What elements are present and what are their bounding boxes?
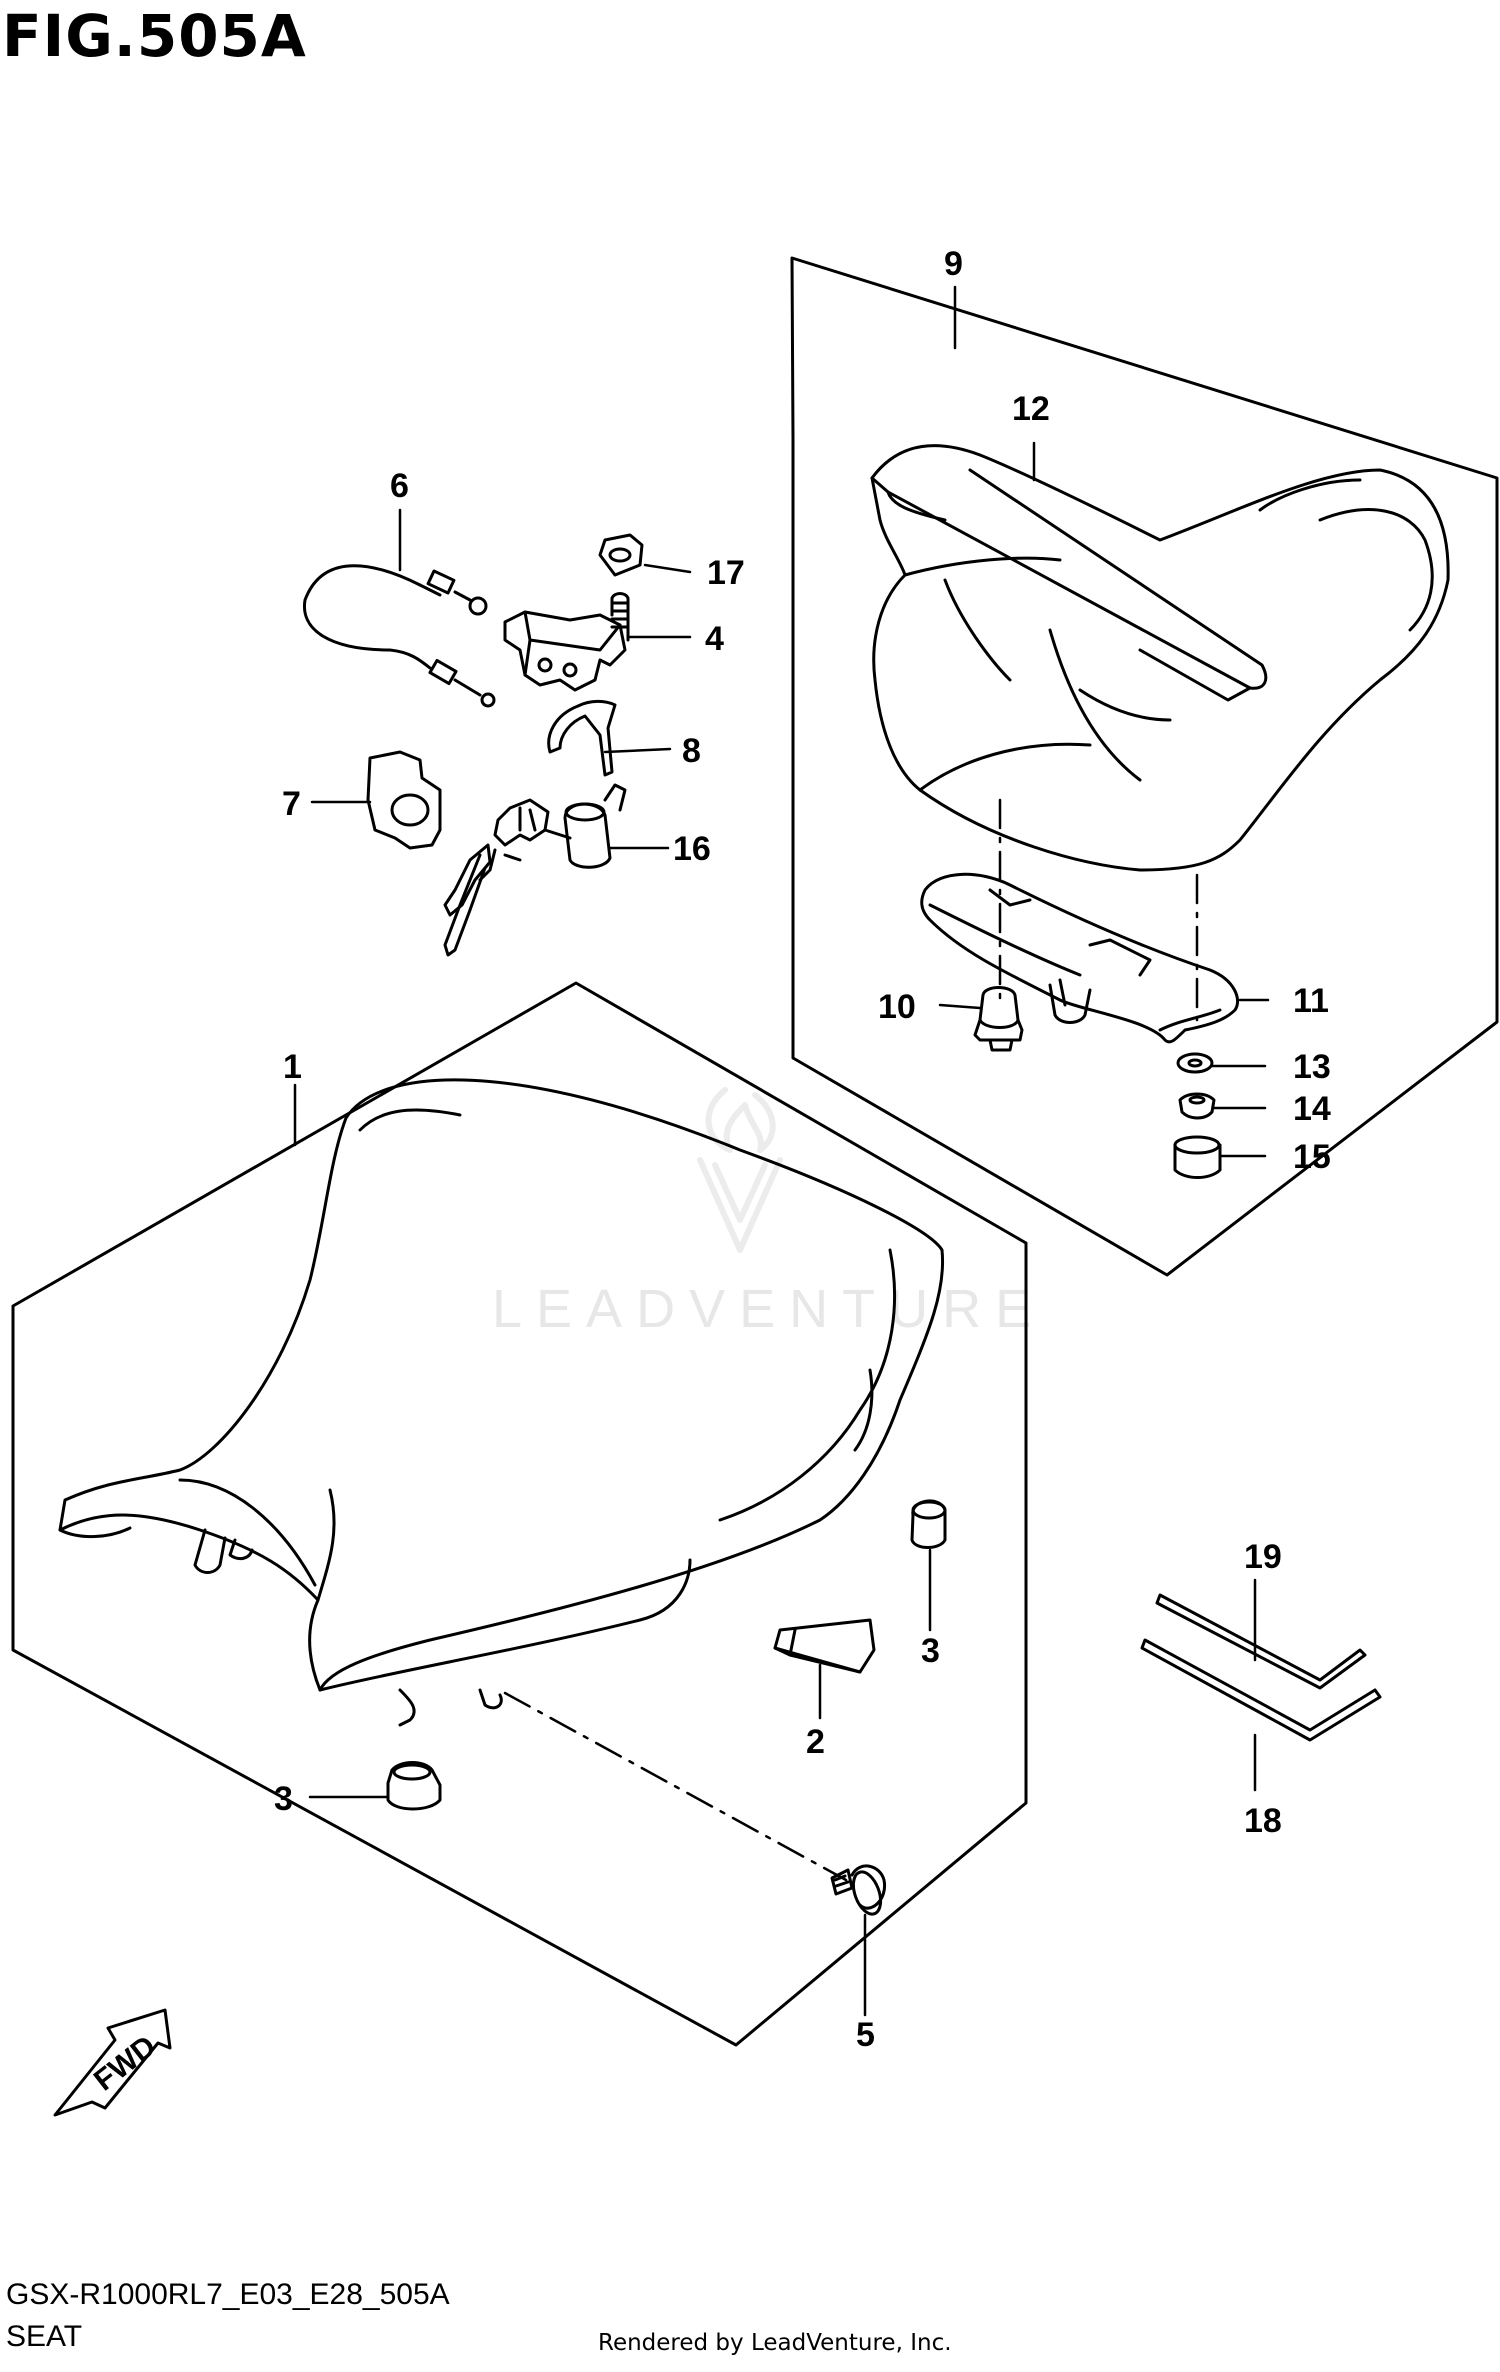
tool-wrench-19-part bbox=[1155, 1593, 1367, 1690]
callout-4: 4 bbox=[705, 620, 724, 658]
washer-part bbox=[1176, 1052, 1214, 1074]
seat-cushion-left-part bbox=[386, 1761, 442, 1811]
seat-bolt-part bbox=[830, 1864, 887, 1916]
callout-3-left: 3 bbox=[274, 1780, 293, 1818]
nut-part bbox=[1178, 1092, 1216, 1120]
rendered-by-credit: Rendered by LeadVenture, Inc. bbox=[598, 2330, 952, 2356]
seat-lock-assembly-part bbox=[503, 592, 630, 692]
rubber-cushion-part bbox=[1173, 1135, 1222, 1179]
front-seat-group-boundary bbox=[11, 981, 1028, 2047]
section-name: SEAT bbox=[6, 2320, 83, 2353]
rear-seat-base-plate-part bbox=[920, 872, 1240, 1044]
callout-6: 6 bbox=[390, 467, 409, 505]
figure-title: FIG.505A bbox=[2, 2, 307, 70]
callout-5: 5 bbox=[856, 2016, 875, 2054]
callout-14: 14 bbox=[1293, 1090, 1331, 1128]
tool-wrench-18-part bbox=[1140, 1638, 1382, 1742]
seat-pad-part bbox=[773, 1618, 876, 1674]
lock-nut-part bbox=[598, 533, 644, 577]
model-code: GSX-R1000RL7_E03_E28_505A bbox=[6, 2278, 450, 2311]
callout-3-right: 3 bbox=[921, 1632, 940, 1670]
watermark-logo bbox=[697, 1087, 783, 1253]
seat-cushion-right-part bbox=[910, 1499, 947, 1549]
clip-part bbox=[547, 699, 617, 777]
callout-18: 18 bbox=[1244, 1802, 1282, 1840]
callout-1: 1 bbox=[283, 1048, 302, 1086]
callout-13: 13 bbox=[1293, 1048, 1331, 1086]
callout-7: 7 bbox=[282, 785, 301, 823]
rear-seat-group-boundary bbox=[790, 256, 1499, 1277]
callout-2: 2 bbox=[806, 1723, 825, 1761]
callout-15: 15 bbox=[1293, 1138, 1331, 1176]
callout-17: 17 bbox=[707, 554, 745, 592]
fwd-arrow-icon: FWD bbox=[53, 2008, 172, 2117]
rear-seat-dashed-centerlines bbox=[998, 798, 1199, 1022]
callout-19: 19 bbox=[1244, 1538, 1282, 1576]
callout-16: 16 bbox=[673, 830, 711, 868]
fwd-label: FWD bbox=[88, 2029, 162, 2097]
rear-seat-cover-part bbox=[870, 444, 1450, 872]
callout-8: 8 bbox=[682, 732, 701, 770]
rear-cushion-part bbox=[973, 986, 1024, 1052]
callout-9: 9 bbox=[944, 245, 963, 283]
key-cylinder-part bbox=[443, 783, 627, 957]
leader-lines bbox=[293, 285, 1270, 2017]
callout-12: 12 bbox=[1012, 390, 1050, 428]
callout-11: 11 bbox=[1293, 982, 1329, 1020]
callout-10: 10 bbox=[878, 988, 916, 1026]
lock-cover-plate-part bbox=[366, 750, 442, 850]
front-seat-dashed-centerline bbox=[503, 1691, 848, 1882]
seat-lock-cable-part bbox=[302, 564, 496, 708]
front-seat-part bbox=[58, 1078, 945, 1727]
